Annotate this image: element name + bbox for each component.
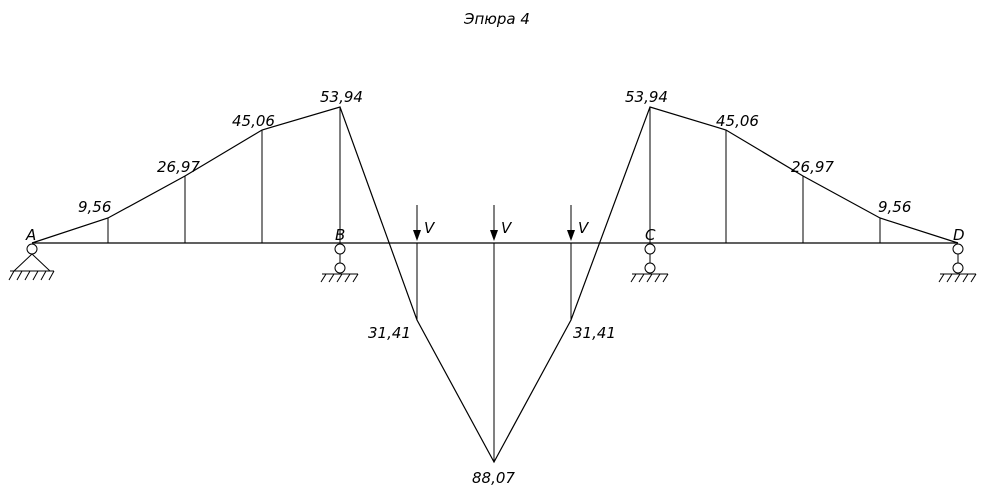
ordinate-label: 26,97: [157, 158, 200, 176]
ordinate-label: 9,56: [78, 198, 111, 216]
support-roller-c: [630, 243, 669, 283]
support-label-a: A: [25, 226, 36, 244]
support-label-d: D: [953, 226, 965, 244]
support-roller-b: [320, 243, 359, 283]
ordinate-label: 31,41: [368, 324, 411, 342]
ordinate-label: 26,97: [791, 158, 834, 176]
support-label-b: B: [335, 226, 345, 244]
ordinate-label: 53,94: [320, 88, 363, 106]
load-label: V: [424, 219, 436, 237]
load-arrow: [490, 205, 498, 241]
ordinate-lines: [107, 107, 881, 462]
ordinate-label: 53,94: [625, 88, 668, 106]
support-label-c: C: [645, 226, 656, 244]
ordinate-label: 88,07: [472, 469, 515, 487]
ordinate-label: 9,56: [878, 198, 911, 216]
support-roller-d: [938, 243, 977, 283]
ordinate-label: 45,06: [716, 112, 759, 130]
ordinate-label: 45,06: [232, 112, 275, 130]
diagram-title: Эпюра 4: [463, 10, 530, 28]
ordinate-label: 31,41: [573, 324, 616, 342]
support-pin-a: [8, 243, 55, 281]
load-arrow: [413, 205, 421, 241]
load-arrow: [567, 205, 575, 241]
load-label: V: [578, 219, 590, 237]
load-label: V: [501, 219, 513, 237]
